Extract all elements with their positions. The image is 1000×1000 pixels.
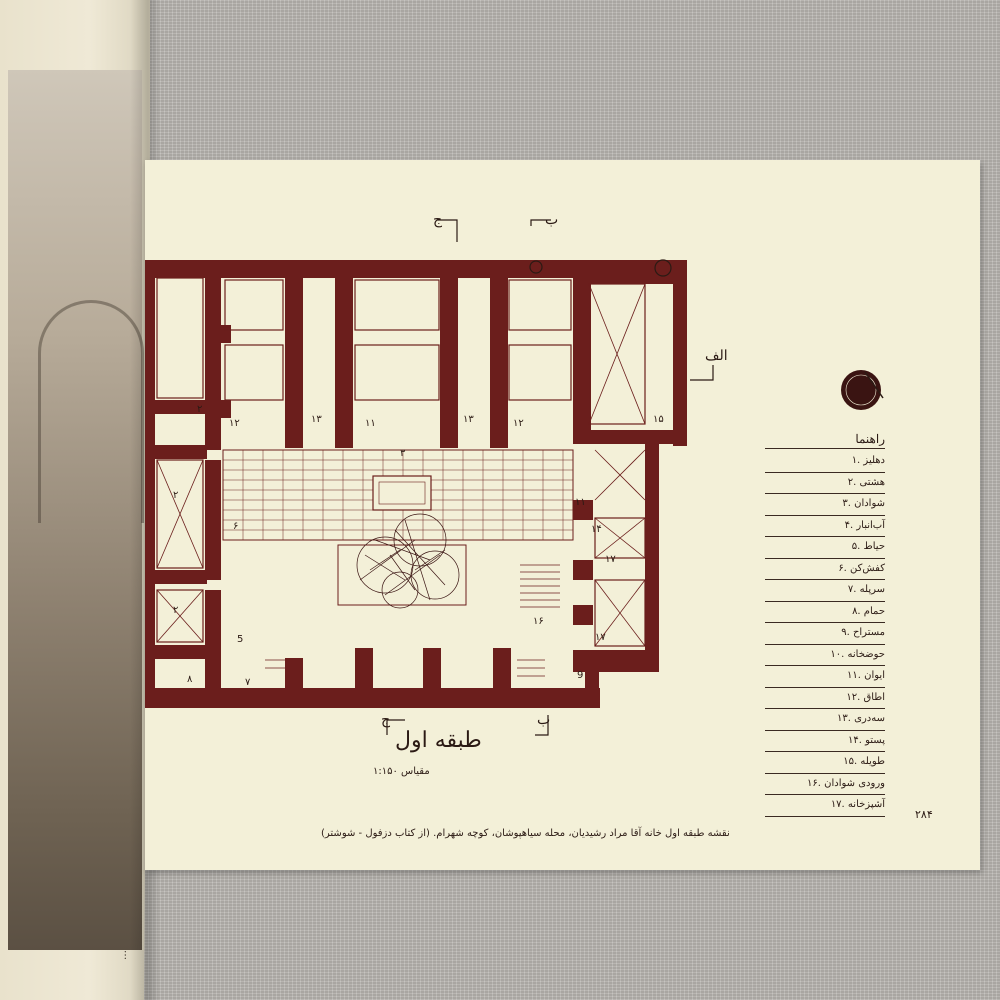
- plan-number: ۱۱: [365, 418, 376, 429]
- section-label-top-right: ب: [545, 212, 559, 228]
- legend-item: ۶. کفش‌کن: [765, 559, 885, 580]
- legend-item: ۱۲. اطاق: [765, 688, 885, 709]
- garden-bed: [337, 544, 467, 606]
- right-page: ۲ ۲ ۲ ۳ 5 ۶ ۷ ۸ 9 ۱۱ ۱۱ ۱۲ ۱۲ ۱۳ ۱۳ ۱۵ ۱…: [145, 160, 980, 870]
- courtyard-pool: [372, 475, 432, 511]
- floor-title: طبقه اول: [395, 728, 482, 753]
- tree-canopy: [356, 513, 460, 609]
- section-markers: [386, 219, 714, 736]
- plan-number: ۱۴: [591, 524, 602, 535]
- legend-title: راهنما: [765, 432, 885, 449]
- legend-item: ۷. سرپله: [765, 580, 885, 602]
- legend-item: ۱۵. طویله: [765, 752, 885, 774]
- legend-item: ۸. حمام: [765, 602, 885, 623]
- legend-item: ۱۷. آشپزخانه: [765, 795, 885, 817]
- legend-item: ۱۱. ایوان: [765, 666, 885, 688]
- legend-item: ۵. حیاط: [765, 537, 885, 559]
- plan-number: ۲: [173, 490, 178, 501]
- plan-number: ۱۶: [533, 616, 544, 627]
- archival-photo: [8, 70, 144, 950]
- plan-number: ۳: [400, 448, 406, 459]
- plan-number: ۷: [245, 677, 251, 688]
- section-label-bottom-left: ج: [381, 712, 391, 728]
- photo-arch-shape: [38, 300, 144, 523]
- plan-number: ۶: [233, 521, 238, 532]
- plan-number: ۲: [173, 605, 178, 616]
- plan-room-outlines: [156, 277, 646, 647]
- plan-number: 5: [237, 634, 243, 645]
- legend-item: ۱۶. ورودی شوادان: [765, 774, 885, 795]
- plan-number: ۱۳: [311, 414, 322, 425]
- floor-plan: ۲ ۲ ۲ ۳ 5 ۶ ۷ ۸ 9 ۱۱ ۱۱ ۱۲ ۱۲ ۱۳ ۱۳ ۱۵ ۱…: [145, 219, 884, 736]
- page-number: ۲۸۴: [915, 808, 933, 821]
- plan-walls: [145, 260, 687, 708]
- legend-item: ۹. مستراح: [765, 623, 885, 645]
- left-page: …: [0, 0, 150, 1000]
- figure-caption: نقشه طبقه اول خانه آقا مراد رشیدیان، محل…: [321, 828, 730, 839]
- plan-number: 9: [577, 670, 583, 681]
- plan-stairs: [265, 564, 560, 677]
- legend-item: ۲. هشتی: [765, 473, 885, 494]
- legend-item: ۱. دهلیز: [765, 451, 885, 473]
- plan-number: ۱۱: [575, 497, 586, 508]
- section-label-bottom-right: ب: [537, 712, 551, 728]
- legend-item: ۱۳. سه‌دری: [765, 709, 885, 731]
- plan-number: ۱۲: [513, 418, 524, 429]
- plan-number: ۱۲: [229, 418, 240, 429]
- plan-number: ۱۵: [653, 414, 664, 425]
- legend-item: ۱۴. پستو: [765, 731, 885, 752]
- section-label-right: الف: [705, 348, 728, 364]
- legend-item: ۴. آب‌انبار: [765, 516, 885, 537]
- plan-number: ۲: [197, 404, 202, 415]
- legend-item: ۳. شوادان: [765, 494, 885, 516]
- plan-number: ۱۳: [463, 414, 474, 425]
- plan-number: ۱۷: [595, 632, 606, 643]
- scale-text: مقیاس ۱:۱۵۰: [373, 766, 430, 777]
- north-compass: [841, 370, 884, 410]
- section-label-top-left: ج: [433, 212, 443, 228]
- plan-number: ۱۷: [605, 554, 616, 565]
- plan-room-diagonals: [156, 283, 646, 647]
- legend: راهنما ۱. دهلیز ۲. هشتی ۳. شوادان ۴. آب‌…: [765, 432, 885, 817]
- courtyard-pool-inner: [378, 481, 426, 505]
- legend-item: ۱۰. حوضخانه: [765, 645, 885, 666]
- plan-number: ۸: [187, 674, 193, 685]
